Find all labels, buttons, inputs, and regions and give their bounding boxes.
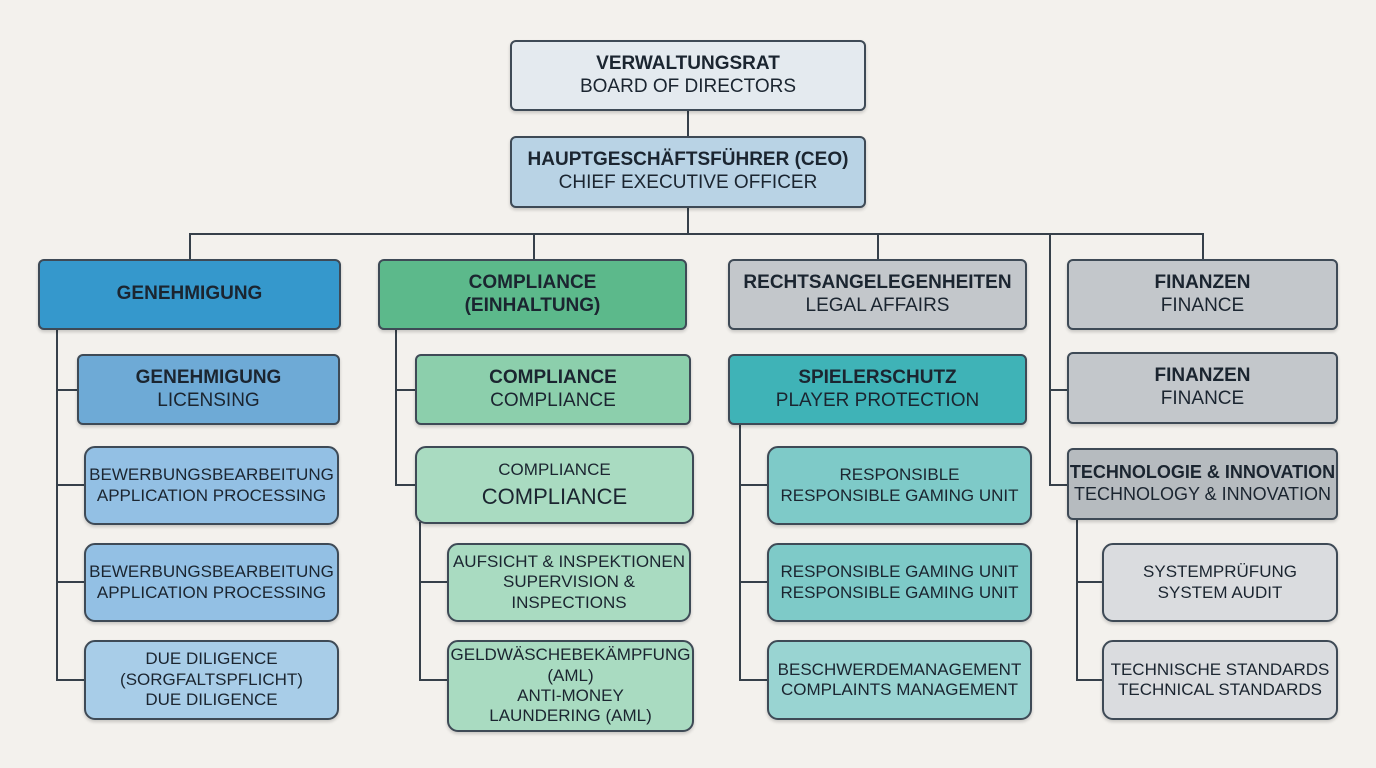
subunit-label-en: PLAYER PROTECTION xyxy=(775,389,980,411)
board-title-en: BOARD OF DIRECTORS xyxy=(579,75,797,97)
unit-anti-money-laundering: GELDWÄSCHEBEKÄMPFUNG (AML) ANTI-MONEY LA… xyxy=(447,640,694,732)
licensing-subunit-box: GENEHMIGUNG LICENSING xyxy=(77,354,340,425)
technology-innovation-box: TECHNOLOGIE & INNOVATION TECHNOLOGY & IN… xyxy=(1067,448,1338,520)
subunit-label-de: SPIELERSCHUTZ xyxy=(798,366,957,388)
division-label-de: COMPLIANCE xyxy=(468,271,597,293)
unit-line: APPLICATION PROCESSING xyxy=(96,485,327,505)
ceo-title-de: HAUPTGESCHÄFTSFÜHRER (CEO) xyxy=(527,149,849,171)
unit-line: SYSTEMPRÜFUNG xyxy=(1143,562,1297,582)
subunit-label-de: FINANZEN xyxy=(1154,365,1251,387)
unit-complaints-management: BESCHWERDEMANAGEMENT COMPLAINTS MANAGEME… xyxy=(767,640,1032,720)
player-protection-box: SPIELERSCHUTZ PLAYER PROTECTION xyxy=(728,354,1027,425)
unit-line: (SORGFALTSPFLICHT) xyxy=(120,669,303,689)
unit-line: TECHNICAL STANDARDS xyxy=(1117,680,1323,699)
unit-line: APPLICATION PROCESSING xyxy=(96,582,327,602)
unit-line: GELDWÄSCHEBEKÄMPFUNG xyxy=(450,645,691,665)
unit-line: SYSTEM AUDIT xyxy=(1157,582,1283,602)
unit-line: RESPONSIBLE GAMING UNIT xyxy=(780,562,1019,582)
unit-technical-standards: TECHNISCHE STANDARDS TECHNICAL STANDARDS xyxy=(1102,640,1338,720)
unit-line: AUFSICHT & INSPEKTIONEN xyxy=(452,551,686,571)
board-of-directors-box: VERWALTUNGSRAT BOARD OF DIRECTORS xyxy=(510,40,866,111)
division-legal-affairs-header: RECHTSANGELEGENHEITEN LEGAL AFFAIRS xyxy=(728,259,1027,330)
unit-line: SUPERVISION & xyxy=(503,572,635,592)
unit-responsible-gaming-2: RESPONSIBLE GAMING UNIT RESPONSIBLE GAMI… xyxy=(767,543,1032,622)
division-label-en: FINANCE xyxy=(1160,294,1245,316)
unit-line: DUE DILIGENCE xyxy=(145,690,278,710)
subunit-label-en: LICENSING xyxy=(157,389,260,411)
subunit-label-de: GENEHMIGUNG xyxy=(135,366,282,388)
division-label: GENEHMIGUNG xyxy=(116,283,263,305)
unit-line: BESCHWERDEMANAGEMENT xyxy=(777,659,1022,679)
unit-due-diligence: DUE DILIGENCE (SORGFALTSPFLICHT) DUE DIL… xyxy=(84,640,339,720)
subunit-label-de: COMPLIANCE xyxy=(498,459,611,479)
subunit-label-en: COMPLIANCE xyxy=(490,389,616,411)
unit-line: RESPONSIBLE xyxy=(839,465,960,485)
unit-line: (AML) xyxy=(547,665,594,685)
unit-line: COMPLAINTS MANAGEMENT xyxy=(780,680,1019,699)
board-title-de: VERWALTUNGSRAT xyxy=(596,52,780,74)
division-label-en: LEGAL AFFAIRS xyxy=(805,294,950,316)
unit-system-audit: SYSTEMPRÜFUNG SYSTEM AUDIT xyxy=(1102,543,1338,622)
subunit-label-en: TECHNOLOGY & INNOVATION xyxy=(1073,484,1332,504)
unit-line: TECHNISCHE STANDARDS xyxy=(1110,659,1330,679)
subunit-label-de: TECHNOLOGIE & INNOVATION xyxy=(1069,462,1336,483)
unit-responsible-gaming-1: RESPONSIBLE RESPONSIBLE GAMING UNIT xyxy=(767,446,1032,525)
finance-subunit-box: FINANZEN FINANCE xyxy=(1067,352,1338,424)
division-label-de: FINANZEN xyxy=(1154,271,1251,293)
division-label-en: (EINHALTUNG) xyxy=(464,294,601,316)
unit-line: INSPECTIONS xyxy=(511,592,627,612)
division-finance-header: FINANZEN FINANCE xyxy=(1067,259,1338,330)
ceo-title-en: CHIEF EXECUTIVE OFFICER xyxy=(558,172,818,193)
subunit-label-en: FINANCE xyxy=(1160,388,1245,409)
division-licensing-header: GENEHMIGUNG xyxy=(38,259,341,330)
subunit-label-de: COMPLIANCE xyxy=(489,366,617,388)
compliance-subunit-2-box: COMPLIANCE COMPLIANCE xyxy=(415,446,694,524)
unit-line: RESPONSIBLE GAMING UNIT xyxy=(780,582,1019,602)
unit-line: RESPONSIBLE GAMING UNIT xyxy=(780,485,1019,505)
unit-application-processing-2: BEWERBUNGSBEARBEITUNG APPLICATION PROCES… xyxy=(84,543,339,622)
unit-line: ANTI-MONEY xyxy=(517,686,624,705)
subunit-label-en: COMPLIANCE xyxy=(481,484,628,509)
ceo-box: HAUPTGESCHÄFTSFÜHRER (CEO) CHIEF EXECUTI… xyxy=(510,136,866,208)
unit-line: DUE DILIGENCE xyxy=(145,649,278,669)
unit-supervision-inspections: AUFSICHT & INSPEKTIONEN SUPERVISION & IN… xyxy=(447,543,691,622)
unit-line: BEWERBUNGSBEARBEITUNG xyxy=(89,562,334,582)
division-compliance-header: COMPLIANCE (EINHALTUNG) xyxy=(378,259,687,330)
unit-line: LAUNDERING (AML) xyxy=(489,706,652,726)
unit-line: BEWERBUNGSBEARBEITUNG xyxy=(89,465,334,485)
division-label-de: RECHTSANGELEGENHEITEN xyxy=(743,271,1012,293)
unit-application-processing-1: BEWERBUNGSBEARBEITUNG APPLICATION PROCES… xyxy=(84,446,339,525)
compliance-subunit-box: COMPLIANCE COMPLIANCE xyxy=(415,354,691,425)
